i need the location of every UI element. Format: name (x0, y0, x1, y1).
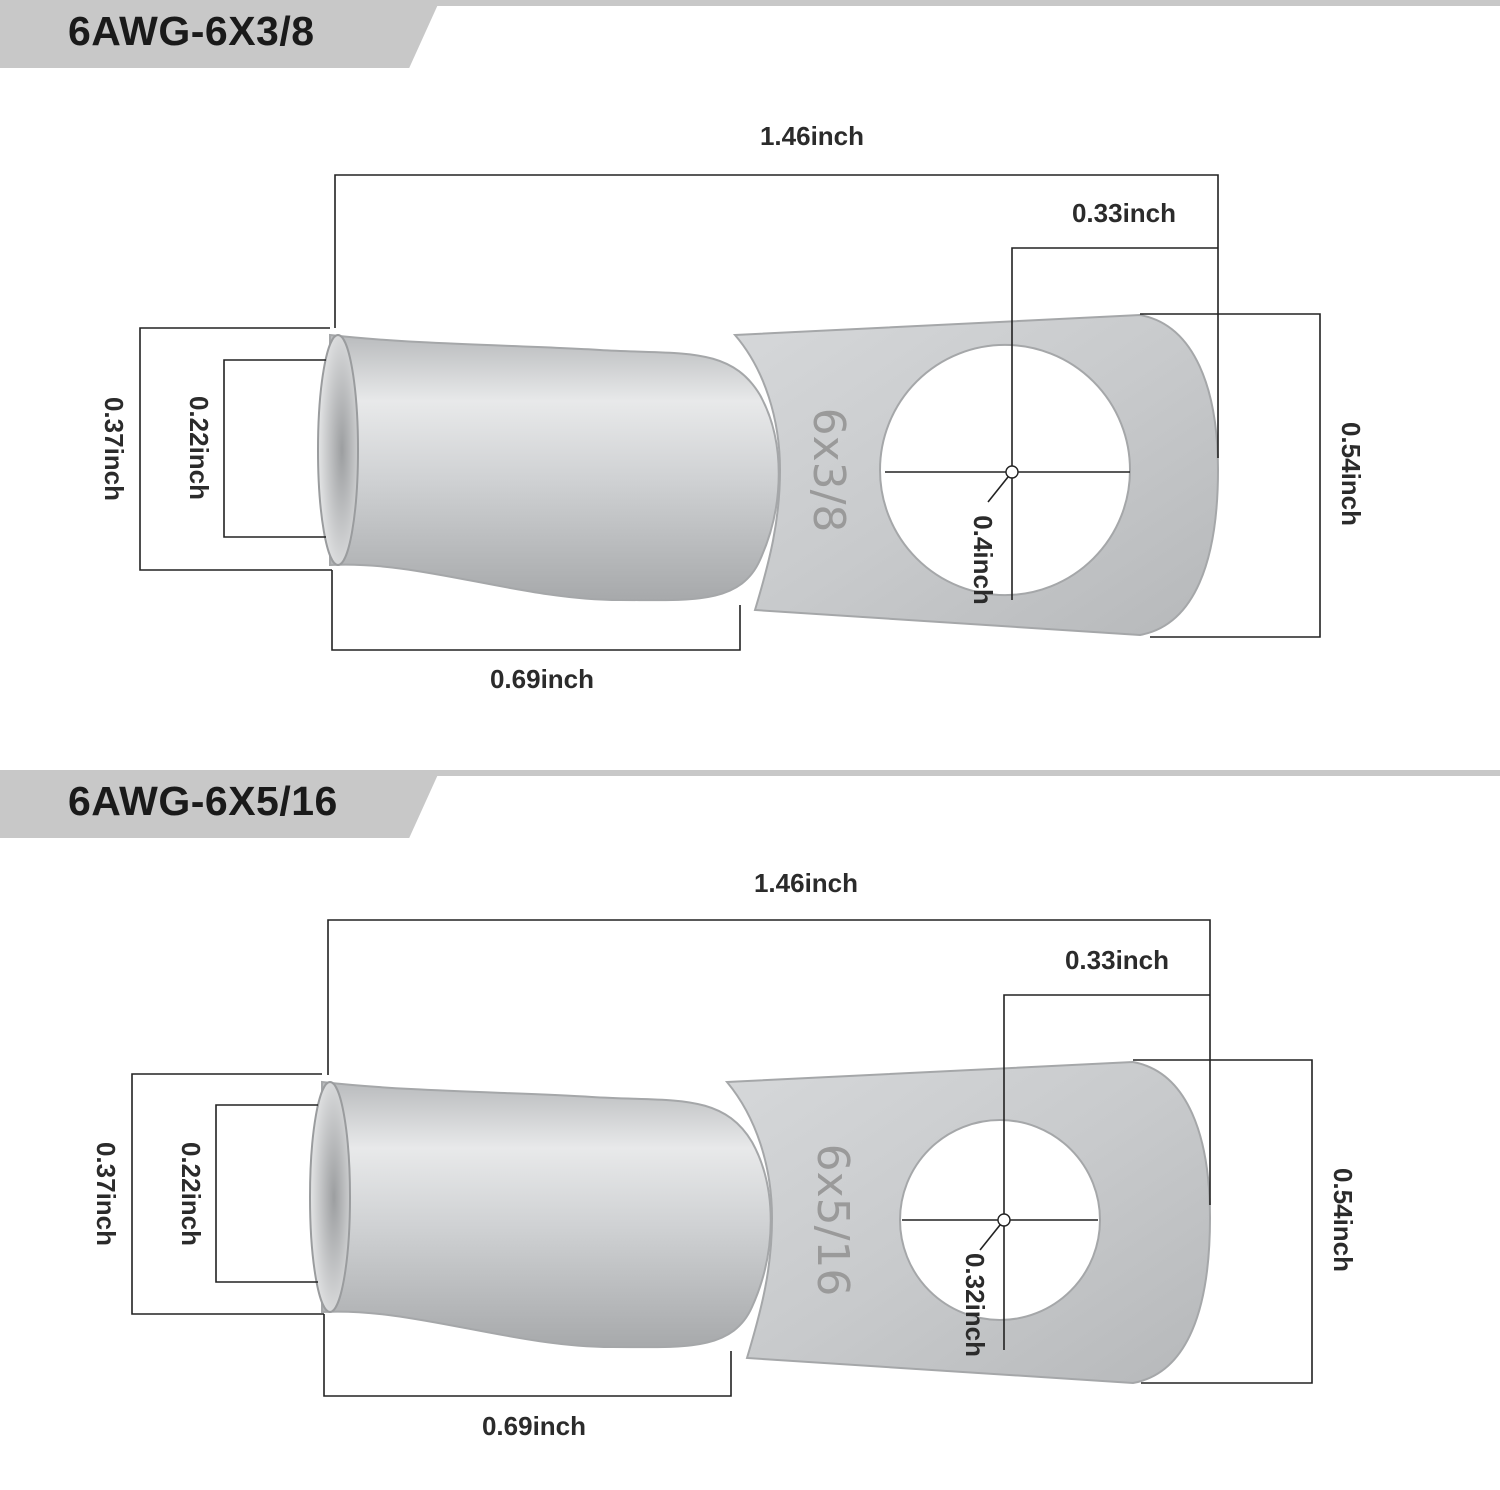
hole-diameter-label: 0.32inch (960, 1253, 990, 1357)
ring-terminal-lug: 6x5/16 (309, 1060, 1212, 1385)
inner-diameter-label: 0.22inch (176, 1142, 206, 1246)
header-rule (0, 770, 1500, 776)
hole-center-offset-label: 0.33inch (1072, 198, 1176, 228)
barrel-length-label: 0.69inch (482, 1411, 586, 1441)
lug-barrel (321, 1080, 772, 1349)
barrel-mouth (317, 334, 359, 566)
ring-terminal-lug: 6x3/8 (317, 313, 1220, 637)
lug-stamp: 6x3/8 (803, 408, 854, 533)
hole-center-offset-label: 0.33inch (1065, 945, 1169, 975)
hole-diameter-label: 0.4inch (968, 515, 998, 605)
dimension-lines (131, 919, 1313, 1397)
outer-diameter-label: 0.37inch (91, 1142, 121, 1246)
header-rule (0, 0, 1500, 6)
section-title: 6AWG-6X3/8 (68, 8, 315, 54)
outer-diameter-label: 0.37inch (99, 397, 129, 501)
lug-diagram: 6x3/8 1.46inch 0.33inch 0.69inch 0.37inc… (99, 121, 1366, 694)
lug-spec-6x3-8: 6AWG-6X3/8 6x3/8 (0, 0, 1500, 720)
section-title: 6AWG-6X5/16 (68, 778, 338, 824)
lug-spec-6x5-16: 6AWG-6X5/16 6x5/16 (0, 770, 1500, 1490)
header-tab (0, 770, 440, 838)
tongue-width-label: 0.54inch (1336, 422, 1366, 526)
tongue-width-label: 0.54inch (1328, 1168, 1358, 1272)
lug-tongue (732, 313, 1220, 637)
header-tab (0, 0, 440, 68)
lug-tongue (724, 1060, 1212, 1385)
overall-length-label: 1.46inch (760, 121, 864, 151)
overall-length-label: 1.46inch (754, 868, 858, 898)
lug-diagram: 6x5/16 1.46inch 0.33inch 0.69inch 0.37in… (91, 868, 1358, 1441)
lug-barrel (329, 333, 780, 602)
lug-stamp: 6x5/16 (807, 1144, 858, 1297)
dimension-lines (139, 174, 1321, 651)
inner-diameter-label: 0.22inch (184, 396, 214, 500)
barrel-mouth (309, 1081, 351, 1313)
barrel-length-label: 0.69inch (490, 664, 594, 694)
